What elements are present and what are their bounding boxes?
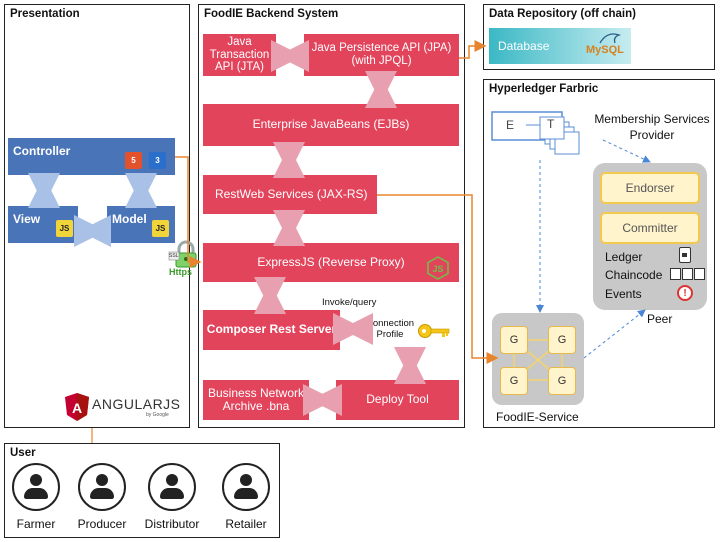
retailer-label: Retailer <box>225 517 267 531</box>
chaincode-icon <box>670 268 706 280</box>
invoke-label: Invoke/query <box>322 297 377 308</box>
controller-box: Controller <box>8 138 175 175</box>
service-node-3: G <box>500 367 528 395</box>
msp-t-label: T <box>547 117 555 131</box>
retailer-avatar <box>222 463 270 511</box>
distributor-avatar <box>148 463 196 511</box>
chaincode-label: Chaincode <box>605 268 663 282</box>
connection-profile-label: Connection Profile <box>365 318 415 340</box>
events-icon: ! <box>677 285 693 301</box>
msp-label: Membership Services Provider <box>594 112 710 142</box>
bna-box: Business Network Archive .bna <box>203 380 309 420</box>
ejb-box: Enterprise JavaBeans (EJBs) <box>203 104 459 146</box>
ledger-icon <box>679 247 691 263</box>
database-label: Database <box>498 39 550 53</box>
committer-box: Committer <box>600 212 700 244</box>
express-box: ExpressJS (Reverse Proxy) <box>203 243 459 282</box>
model-label: Model <box>112 212 147 226</box>
angularjs-text: ANGULARJS <box>92 396 181 412</box>
producer-avatar <box>78 463 126 511</box>
endorser-box: Endorser <box>600 172 700 204</box>
https-label: Https <box>169 267 192 277</box>
service-label: FoodIE-Service <box>496 410 579 424</box>
fabric-title: Hyperledger Farbric <box>489 83 599 95</box>
database-box: Database MySQL <box>489 28 631 64</box>
controller-label: Controller <box>13 144 71 158</box>
events-label: Events <box>605 287 642 301</box>
distributor-label: Distributor <box>144 517 200 531</box>
view-js-icon: JS <box>56 220 73 237</box>
model-js-icon: JS <box>152 220 169 237</box>
presentation-title: Presentation <box>10 8 80 20</box>
farmer-label: Farmer <box>16 517 56 531</box>
msp-e-label: E <box>506 118 515 132</box>
ssl-label: SSL <box>169 253 179 259</box>
producer-label: Producer <box>77 517 127 531</box>
farmer-avatar <box>12 463 60 511</box>
peer-label: Peer <box>647 312 673 326</box>
backend-title: FoodIE Backend System <box>204 8 339 20</box>
msp-diagram: E T <box>490 110 586 160</box>
ledger-label: Ledger <box>605 250 643 264</box>
service-node-4: G <box>548 367 576 395</box>
composer-box: Composer Rest Server <box>203 310 340 350</box>
html5-icon: 5 <box>125 152 142 169</box>
svg-text:JS: JS <box>432 264 443 274</box>
service-node-2: G <box>548 326 576 354</box>
service-node-1: G <box>500 326 528 354</box>
jta-box: Java Transaction API (JTA) <box>203 34 276 76</box>
css3-icon: 3 <box>149 152 166 169</box>
angularjs-logo: A ANGULARJS by Google <box>64 392 186 422</box>
repository-title: Data Repository (off chain) <box>489 8 636 20</box>
nodejs-icon: JS <box>427 256 449 285</box>
svg-text:A: A <box>72 400 82 416</box>
view-label: View <box>13 212 41 226</box>
user-title: User <box>10 447 36 459</box>
key-icon <box>417 322 451 345</box>
dolphin-icon <box>599 33 621 44</box>
rest-box: RestWeb Services (JAX-RS) <box>203 175 377 214</box>
jpa-box: Java Persistence API (JPA) (with JPQL) <box>304 34 459 76</box>
mysql-logo: MySQL <box>586 44 624 56</box>
deploy-box: Deploy Tool <box>336 380 459 420</box>
angularjs-sub: by Google <box>146 412 169 418</box>
